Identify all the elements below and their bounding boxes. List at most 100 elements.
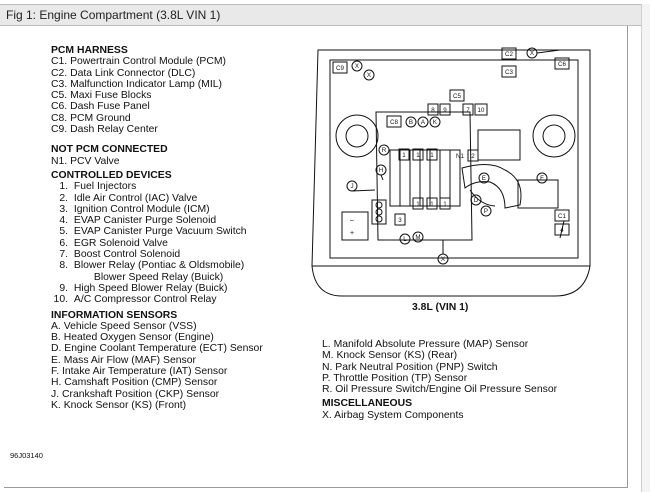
legend-item-text: A/C Compressor Control Relay [73, 294, 217, 306]
label-x-left: X [355, 63, 359, 70]
legend-item-text: Crankshaft Position (CKP) Sensor [61, 388, 220, 400]
label-7: 7 [466, 107, 470, 114]
legend-item: Blower Speed Relay (Buick) [51, 272, 263, 283]
label-b: B [409, 119, 413, 126]
label-1-d: 1 [416, 201, 420, 208]
legend-item-text: Throttle Position (TP) Sensor [333, 372, 468, 384]
legend-item: 2. Idle Air Control (IAC) Valve [51, 193, 263, 204]
list-pcm-harness: C1. Powertrain Control Module (PCM)C2. D… [51, 56, 263, 135]
legend-item-code: E. [51, 354, 61, 366]
label-4-right: 4 [560, 227, 564, 234]
label-x-top: X [530, 50, 534, 57]
legend-item: L. Manifold Absolute Pressure (MAP) Sens… [322, 339, 557, 350]
legend-item: 5. EVAP Canister Purge Vacuum Switch [51, 226, 263, 237]
legend-item: C5. Maxi Fuse Blocks [51, 90, 263, 101]
legend-item-code: C3. [51, 78, 68, 90]
legend-item: C8. PCM Ground [51, 113, 263, 124]
legend-item: H. Camshaft Position (CMP) Sensor [51, 377, 263, 388]
legend-item-text: Dash Fuse Panel [70, 101, 150, 113]
legend-item-code: C2. [51, 67, 68, 79]
legend-item-code: C6. [51, 101, 68, 113]
legend-item-code: 8. [59, 260, 68, 272]
legend-right: L. Manifold Absolute Pressure (MAP) Sens… [322, 339, 557, 421]
svg-text:–: – [350, 217, 354, 224]
label-c6: C6 [558, 61, 566, 68]
label-1-c: 1 [430, 152, 434, 159]
legend-item-text: PCV Valve [70, 155, 120, 167]
legend-item-code: 4. [59, 215, 68, 227]
list-information-sensors-continued: L. Manifold Absolute Pressure (MAP) Sens… [322, 339, 557, 395]
battery [341, 211, 369, 241]
legend-item-text: Blower Speed Relay (Buick) [93, 271, 224, 283]
label-j: J [350, 183, 353, 190]
legend-item: C6. Dash Fuse Panel [51, 101, 263, 112]
legend-item-code: A. [51, 320, 61, 332]
legend-item-text: Vehicle Speed Sensor (VSS) [63, 320, 197, 332]
label-c9: C9 [336, 65, 344, 72]
label-c5: C5 [453, 93, 461, 100]
legend-item: E. Mass Air Flow (MAF) Sensor [51, 355, 263, 366]
legend-item-text: EVAP Canister Purge Vacuum Switch [73, 226, 247, 238]
air-intake-duct [461, 164, 522, 209]
legend-item: 7. Boost Control Solenoid [51, 249, 263, 260]
legend-item-code: N1. [51, 155, 68, 167]
legend-item-text: PCM Ground [70, 112, 131, 124]
label-c1: C1 [558, 213, 566, 220]
label-f: F [540, 175, 544, 182]
legend-item: 6. EGR Solenoid Valve [51, 238, 263, 249]
label-1-e: 1 [430, 201, 434, 208]
legend-item-text: Knock Sensor (KS) (Front) [63, 399, 187, 411]
engine-block [375, 111, 473, 241]
right-strut-tower-outer [532, 114, 576, 158]
legend-item-code: C5. [51, 90, 68, 102]
legend-item: M. Knock Sensor (KS) (Rear) [322, 350, 557, 361]
label-8: 8 [431, 107, 435, 114]
legend-item: C3. Malfunction Indicator Lamp (MIL) [51, 79, 263, 90]
legend-item-text: High Speed Blower Relay (Buick) [73, 282, 228, 294]
legend-item-text: Idle Air Control (IAC) Valve [73, 192, 198, 204]
svg-text:+: + [350, 230, 354, 237]
label-2: 2 [471, 153, 475, 160]
legend-item: D. Engine Coolant Temperature (ECT) Sens… [51, 343, 263, 354]
scrollbar[interactable] [641, 4, 650, 492]
figure-header: Fig 1: Engine Compartment (3.8L VIN 1) [0, 4, 650, 26]
box-4 [554, 223, 570, 236]
legend-item: 3. Ignition Control Module (ICM) [51, 204, 263, 215]
legend-item-code: R. [322, 384, 333, 396]
legend-item-text: Blower Relay (Pontiac & Oldsmobile) [73, 260, 245, 272]
label-c3: C3 [505, 69, 513, 76]
label-m: M [415, 234, 420, 241]
legend-item: N. Park Neutral Position (PNP) Switch [322, 362, 557, 373]
box-c9 [332, 61, 348, 74]
legend-item-code: 5. [59, 226, 68, 238]
label-e: E [482, 175, 486, 182]
legend-item-text: Park Neutral Position (PNP) Switch [335, 361, 498, 373]
legend-item-code: L. [322, 339, 331, 350]
legend-item: 1. Fuel Injectors [51, 181, 263, 192]
legend-item-code: 3. [59, 203, 68, 215]
figure-frame [4, 26, 628, 488]
legend-item-text: Dash Relay Center [70, 124, 158, 136]
legend-item-text: Heated Oxygen Sensor (Engine) [63, 332, 214, 344]
list-miscellaneous: X. Airbag System Components [322, 410, 557, 421]
legend-item-code: X. [322, 409, 332, 421]
legend-item: 4. EVAP Canister Purge Solenoid [51, 215, 263, 226]
legend-item: C1. Powertrain Control Module (PCM) [51, 56, 263, 67]
legend-item-code: K. [51, 399, 61, 411]
legend-item-text: Powertrain Control Module (PCM) [70, 56, 226, 68]
label-p: P [484, 208, 488, 215]
section-title-controlled-devices: CONTROLLED DEVICES [51, 169, 172, 181]
legend-item: 10. A/C Compressor Control Relay [51, 294, 263, 305]
legend-item-code: 2. [59, 192, 68, 204]
list-information-sensors: A. Vehicle Speed Sensor (VSS)B. Heated O… [51, 321, 263, 411]
legend-item-text: Intake Air Temperature (IAT) Sensor [61, 366, 228, 378]
box-c3 [501, 65, 517, 78]
legend-item-code: 9. [59, 282, 68, 294]
section-title-pcm-harness: PCM HARNESS [51, 45, 128, 56]
legend-item: X. Airbag System Components [322, 410, 557, 421]
legend-item-text: Data Link Connector (DLC) [70, 67, 196, 79]
legend-item-text: EVAP Canister Purge Solenoid [73, 215, 217, 227]
legend-item-text: Maxi Fuse Blocks [70, 90, 152, 102]
legend-item: C2. Data Link Connector (DLC) [51, 68, 263, 79]
